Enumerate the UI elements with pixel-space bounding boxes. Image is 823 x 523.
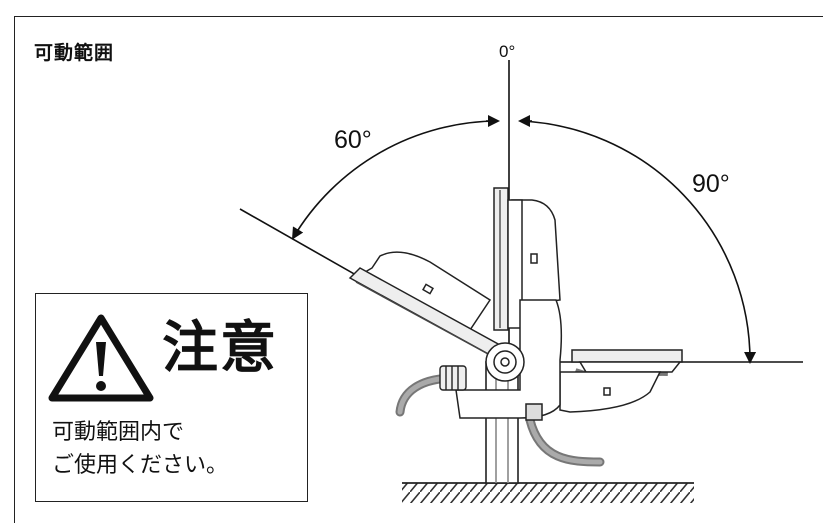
caution-line-2: ご使用ください。 — [52, 453, 229, 478]
ninety-degree-label: 90° — [692, 170, 730, 198]
lamp-tilted-position — [348, 251, 502, 357]
caution-box: 注意 可動範囲内で ご使用ください。 — [35, 293, 308, 502]
left-connector — [439, 365, 467, 391]
lamp-upright-position — [455, 187, 563, 421]
caution-message: 可動範囲内で ご使用ください。 — [52, 416, 228, 482]
ninety-degree-arc — [519, 120, 757, 364]
sixty-degree-label: 60° — [334, 126, 372, 154]
caution-line-1: 可動範囲内で — [52, 420, 185, 445]
ground-hatch — [402, 483, 694, 503]
caution-heading: 注意 — [162, 316, 278, 381]
warning-triangle-icon — [48, 314, 154, 402]
zero-degree-label: 0° — [499, 42, 516, 61]
pivot-bolt — [485, 342, 525, 382]
right-cable-inner — [527, 417, 603, 465]
diagram-frame — [14, 16, 823, 523]
lamp-horizontal-position — [559, 349, 683, 413]
diagram-title: 可動範囲 — [34, 42, 115, 64]
sixty-degree-arc — [291, 120, 499, 240]
